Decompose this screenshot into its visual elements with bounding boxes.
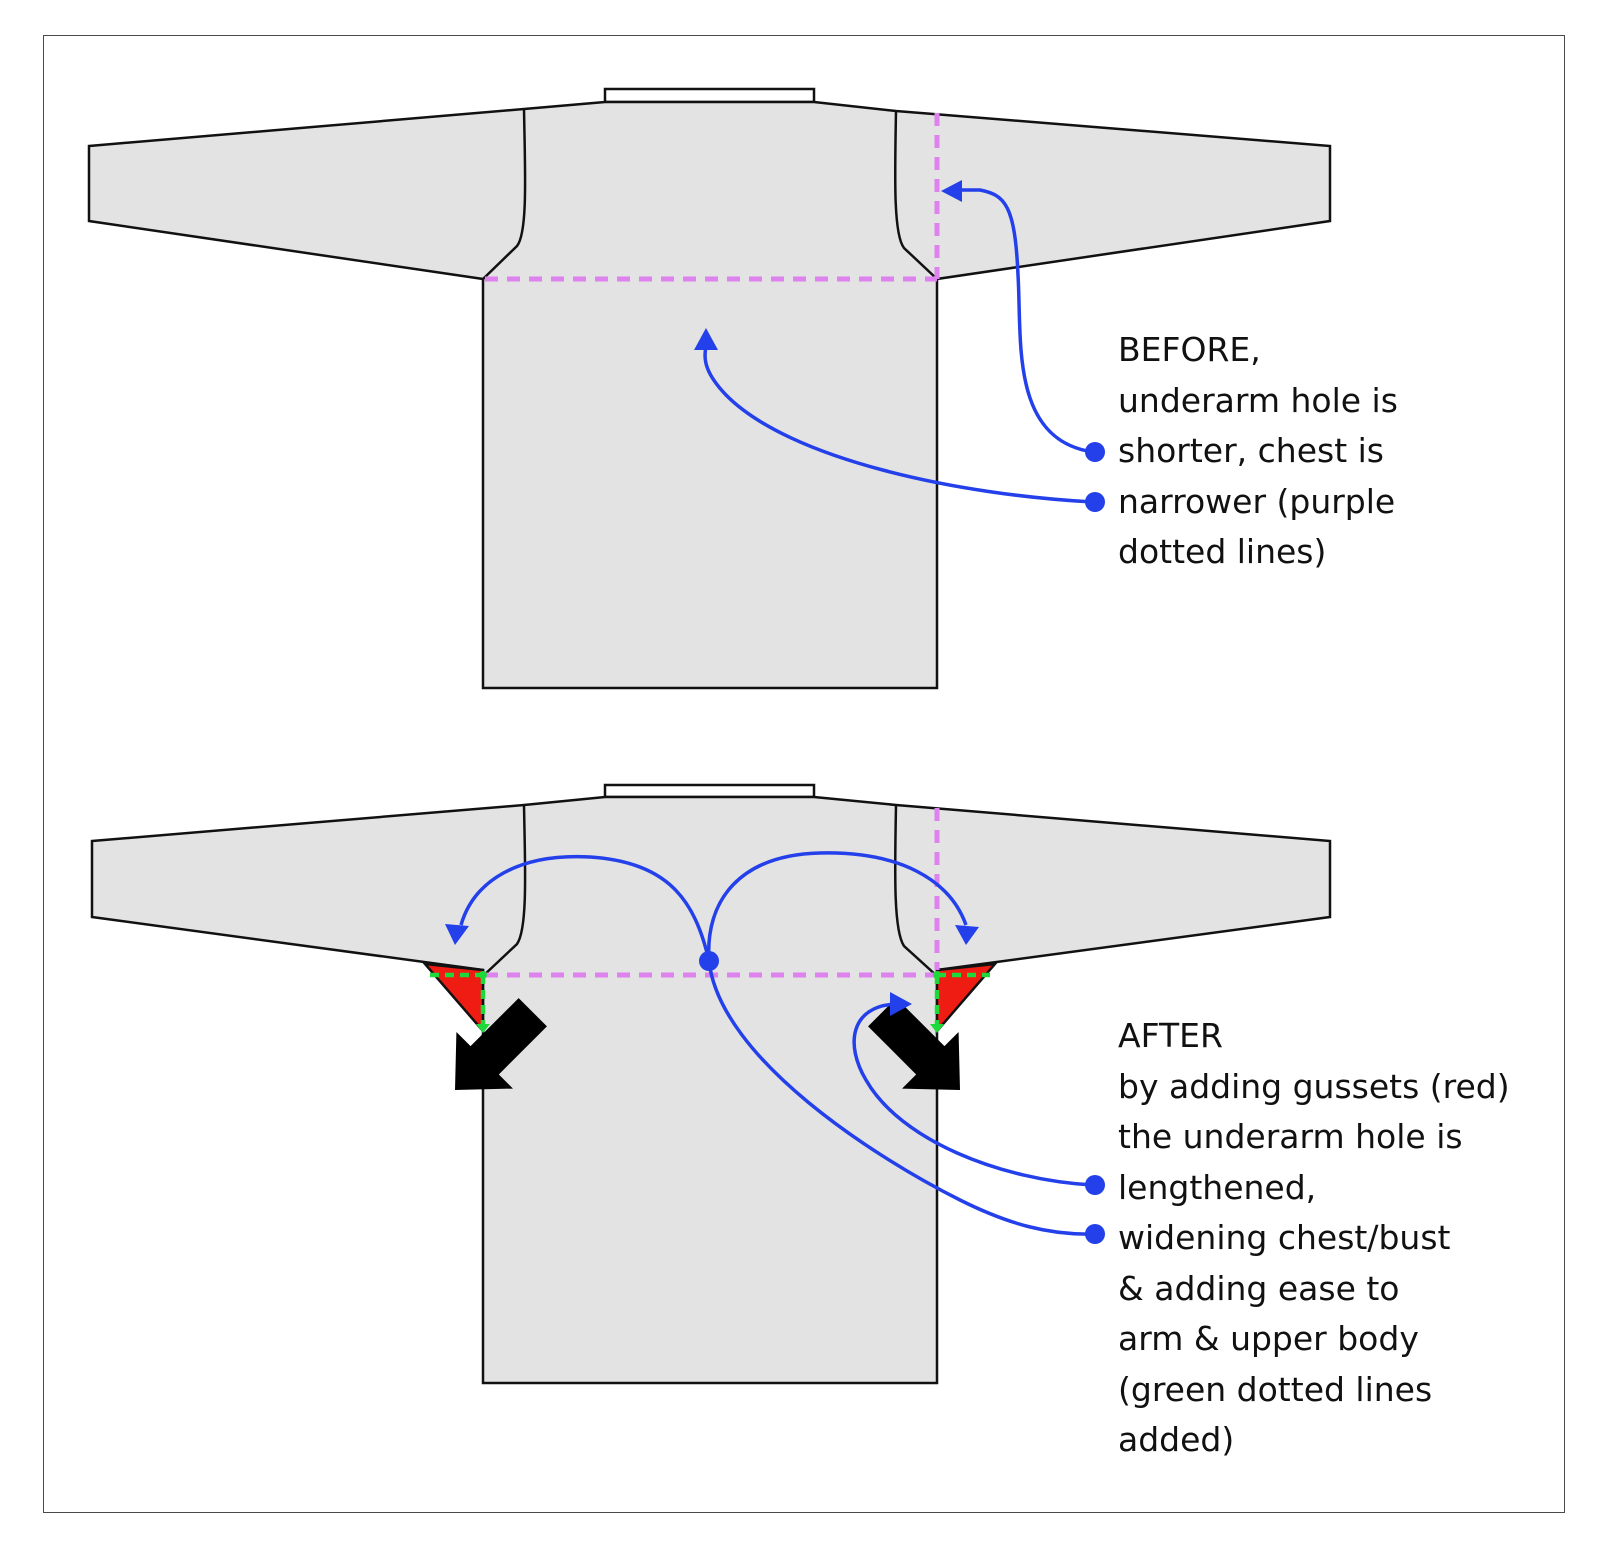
after-caption: AFTER by adding gussets (red) the undera…: [1118, 1011, 1510, 1466]
caption-line: dotted lines): [1118, 532, 1327, 571]
diagram-frame: [43, 35, 1565, 1513]
left-raglan-seam: [482, 804, 527, 977]
caption-line: shorter, chest is: [1118, 431, 1384, 470]
caption-line: underarm hole is: [1118, 380, 1398, 420]
arrowhead-icon: [694, 328, 718, 350]
curved-arrow-icon: [706, 851, 968, 962]
before-caption: BEFORE, underarm hole is shorter, chest …: [1118, 325, 1398, 578]
arrowhead-icon: [941, 180, 962, 202]
caption-line: by adding gussets (red): [1118, 1066, 1510, 1106]
arrowhead-icon: [890, 992, 912, 1016]
right-block-arrow-icon: [868, 998, 960, 1090]
caption-line: & adding ease to: [1118, 1268, 1400, 1308]
dot-icon: [1085, 1224, 1105, 1244]
dot-icon: [1085, 1175, 1105, 1195]
caption-line: added): [1118, 1420, 1235, 1459]
caption-line: arm & upper body: [1118, 1319, 1419, 1358]
caption-line: widening chest/bust: [1118, 1218, 1451, 1257]
arrowhead-icon: [445, 924, 469, 945]
curved-arrow-icon: [950, 188, 1094, 454]
caption-line: lengthened,: [1118, 1167, 1317, 1207]
collar: [603, 783, 816, 799]
curved-arrow-icon: [459, 854, 711, 962]
caption-line: (green dotted lines: [1118, 1369, 1433, 1409]
caption-line: the underarm hole is: [1118, 1117, 1463, 1156]
curved-arrow-icon: [703, 346, 1094, 504]
after-callouts: [445, 851, 1105, 1244]
right-raglan-seam: [893, 804, 938, 977]
caption-line: BEFORE,: [1118, 330, 1261, 369]
right-gusset: [935, 962, 999, 1035]
dot-icon: [1085, 492, 1105, 512]
left-block-arrow-icon: [455, 998, 547, 1090]
left-raglan-seam: [482, 108, 527, 280]
green-dotted-additions: [430, 971, 990, 1033]
dot-icon: [1085, 442, 1105, 462]
curved-arrow-icon: [852, 1002, 1094, 1187]
caption-line: narrower (purple: [1118, 481, 1396, 521]
after-sweater: [90, 783, 1332, 1385]
before-sweater: [87, 87, 1332, 690]
right-raglan-seam: [893, 110, 938, 280]
before-callouts: [694, 180, 1105, 512]
arrowhead-icon: [955, 925, 979, 945]
left-gusset: [421, 962, 485, 1035]
collar: [603, 87, 816, 104]
caption-line: AFTER: [1118, 1016, 1223, 1055]
curved-arrow-icon: [707, 960, 1094, 1236]
